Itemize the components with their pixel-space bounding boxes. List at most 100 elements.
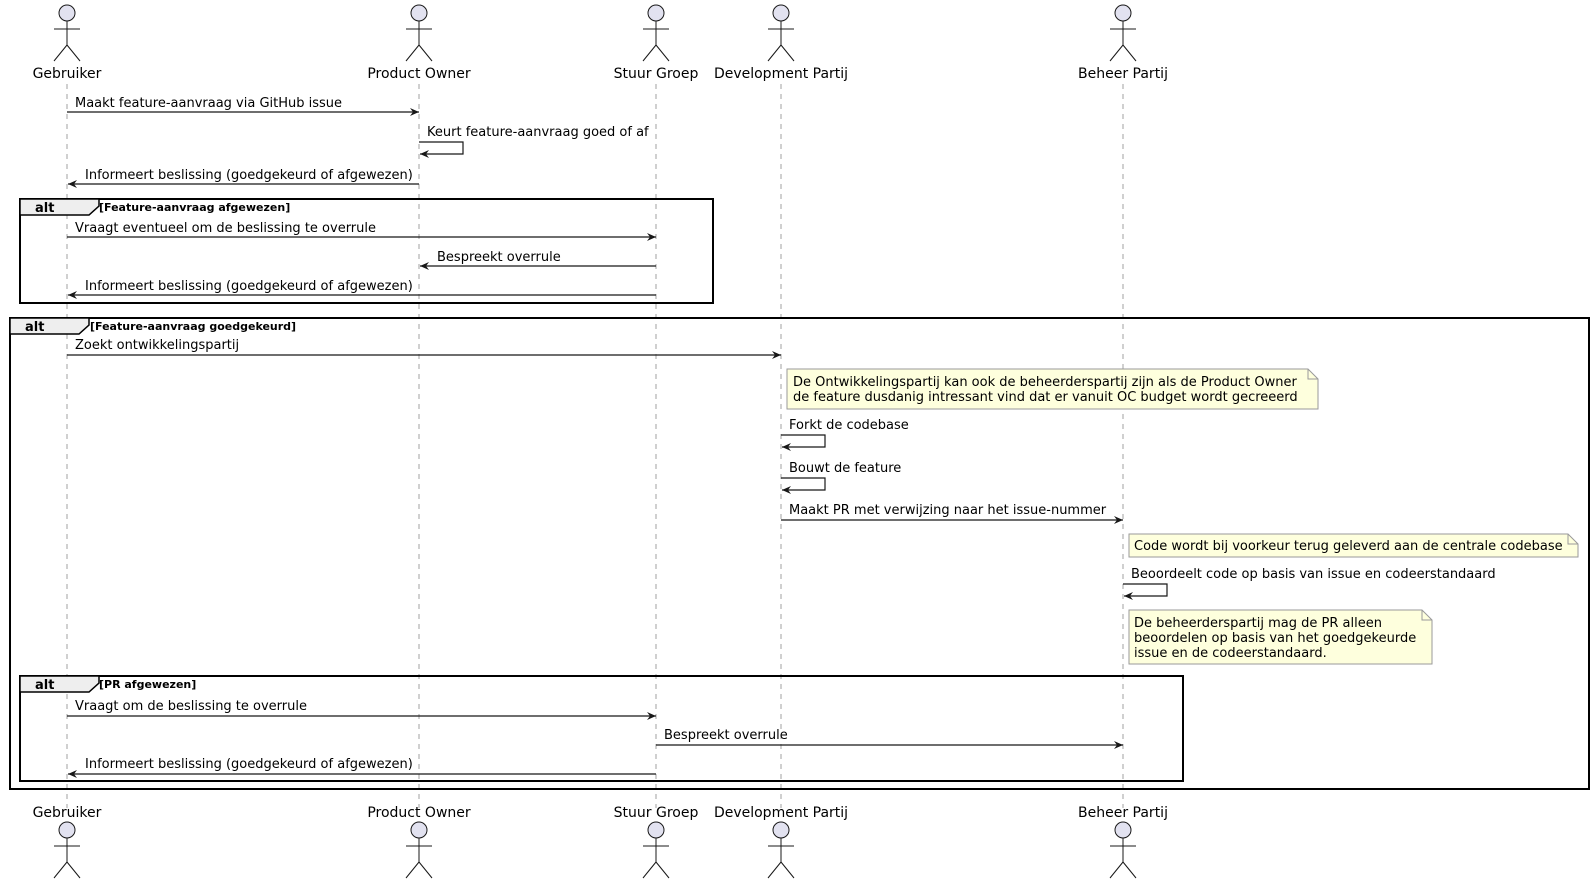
actor-head-icon bbox=[772, 821, 790, 839]
actor-head-icon bbox=[1114, 4, 1132, 22]
message-6: Informeert beslissing (goedgekeurd of af… bbox=[68, 279, 656, 299]
messages: Maakt feature-aanvraag via GitHub issue … bbox=[67, 96, 1496, 778]
message-5: Bespreekt overrule bbox=[420, 250, 656, 270]
fragment-tab bbox=[19, 198, 100, 216]
actor-body-icon bbox=[405, 21, 433, 62]
note-2: Code wordt bij voorkeur terug geleverd a… bbox=[1128, 533, 1579, 558]
actor-name: Gebruiker bbox=[33, 805, 102, 821]
message-9: Bouwt de feature bbox=[781, 461, 901, 494]
fragment-tab bbox=[9, 317, 90, 335]
actor-beheer-partij-bottom: Beheer Partij bbox=[1078, 805, 1168, 879]
note-fold-icon bbox=[1307, 369, 1318, 380]
message-label: Informeert beslissing (goedgekeurd of af… bbox=[85, 279, 413, 294]
message-label: Vraagt om de beslissing te overrule bbox=[75, 699, 307, 714]
note-3: De beheerderspartij mag de PR alleen beo… bbox=[1128, 609, 1433, 665]
actor-name: Beheer Partij bbox=[1078, 66, 1168, 82]
actor-stuur-groep-top: Stuur Groep bbox=[614, 4, 699, 82]
actors-top: Gebruiker Product Owner Stuur Groep Deve… bbox=[33, 4, 1168, 82]
actor-head-icon bbox=[647, 821, 665, 839]
message-label: Maakt PR met verwijzing naar het issue-n… bbox=[789, 503, 1107, 518]
actor-name: Gebruiker bbox=[33, 66, 102, 82]
actor-name: Product Owner bbox=[367, 805, 471, 821]
note-box bbox=[786, 368, 1319, 410]
actor-development-partij-top: Development Partij bbox=[714, 4, 848, 82]
actor-stuur-groep-bottom: Stuur Groep bbox=[614, 805, 699, 879]
actor-body-icon bbox=[405, 838, 433, 879]
actor-head-icon bbox=[1114, 821, 1132, 839]
fragment-keyword: alt bbox=[35, 201, 54, 216]
message-8: Forkt de codebase bbox=[781, 418, 909, 451]
fragment-tab bbox=[19, 675, 100, 693]
actor-name: Development Partij bbox=[714, 805, 848, 821]
message-7: Zoekt ontwikkelingspartij bbox=[67, 338, 781, 359]
actor-head-icon bbox=[647, 4, 665, 22]
fragment-condition: [Feature-aanvraag afgewezen] bbox=[99, 201, 290, 214]
fragment-frame bbox=[9, 317, 1590, 790]
message-4: Vraagt eventueel om de beslissing te ove… bbox=[67, 221, 656, 241]
self-message-arrow bbox=[781, 477, 826, 494]
message-12: Vraagt om de beslissing te overrule bbox=[67, 699, 656, 720]
message-label: Bespreekt overrule bbox=[664, 728, 788, 743]
note-fold-icon bbox=[1421, 610, 1432, 621]
message-1: Maakt feature-aanvraag via GitHub issue bbox=[67, 96, 419, 116]
note-1: De Ontwikkelingspartij kan ook de beheer… bbox=[786, 368, 1319, 410]
note-line: issue en de codeerstandaard. bbox=[1134, 646, 1327, 661]
note-line: de feature dusdanig intressant vind dat … bbox=[793, 390, 1298, 405]
fragment-keyword: alt bbox=[25, 320, 44, 335]
actor-beheer-partij-top: Beheer Partij bbox=[1078, 4, 1168, 82]
actor-product-owner-top: Product Owner bbox=[367, 4, 471, 82]
actor-name: Stuur Groep bbox=[614, 66, 699, 82]
actor-gebruiker-top: Gebruiker bbox=[33, 4, 102, 82]
message-11: Beoordeelt code op basis van issue en co… bbox=[1123, 567, 1496, 600]
actor-body-icon bbox=[642, 838, 670, 879]
actor-name: Product Owner bbox=[367, 66, 471, 82]
message-10: Maakt PR met verwijzing naar het issue-n… bbox=[781, 503, 1123, 524]
self-message-arrow bbox=[419, 141, 464, 158]
actor-head-icon bbox=[410, 4, 428, 22]
actor-head-icon bbox=[58, 4, 76, 22]
message-label: Forkt de codebase bbox=[789, 418, 909, 433]
fragment-alt-goedgekeurd: alt [Feature-aanvraag goedgekeurd] bbox=[9, 317, 1590, 790]
message-14: Informeert beslissing (goedgekeurd of af… bbox=[68, 757, 656, 778]
note-line: beoordelen op basis van het goedgekeurde bbox=[1134, 631, 1416, 646]
message-2: Keurt feature-aanvraag goed of af bbox=[419, 125, 649, 158]
actor-name: Development Partij bbox=[714, 66, 848, 82]
note-line: Code wordt bij voorkeur terug geleverd a… bbox=[1134, 539, 1563, 554]
fragment-condition: [Feature-aanvraag goedgekeurd] bbox=[90, 320, 296, 333]
actor-body-icon bbox=[53, 838, 81, 879]
fragment-alt-afgewezen: alt [Feature-aanvraag afgewezen] bbox=[19, 198, 714, 304]
message-label: Bouwt de feature bbox=[789, 461, 901, 476]
message-label: Beoordeelt code op basis van issue en co… bbox=[1131, 567, 1496, 582]
self-message-arrow bbox=[1123, 583, 1168, 600]
message-label: Vraagt eventueel om de beslissing te ove… bbox=[75, 221, 376, 236]
actor-head-icon bbox=[772, 4, 790, 22]
actors-bottom: Gebruiker Product Owner Stuur Groep Deve… bbox=[33, 805, 1168, 879]
fragment-frame bbox=[19, 198, 714, 304]
note-box bbox=[1128, 609, 1433, 665]
actor-name: Stuur Groep bbox=[614, 805, 699, 821]
message-label: Zoekt ontwikkelingspartij bbox=[75, 338, 239, 353]
message-label: Informeert beslissing (goedgekeurd of af… bbox=[85, 757, 413, 772]
actor-body-icon bbox=[1109, 838, 1137, 879]
fragment-frame bbox=[19, 675, 1184, 782]
note-line: De beheerderspartij mag de PR alleen bbox=[1134, 616, 1382, 631]
self-message-arrow bbox=[781, 434, 826, 451]
actor-body-icon bbox=[767, 21, 795, 62]
fragment-condition: [PR afgewezen] bbox=[99, 678, 196, 691]
note-fold-icon bbox=[1567, 534, 1578, 545]
actor-body-icon bbox=[767, 838, 795, 879]
message-label: Informeert beslissing (goedgekeurd of af… bbox=[85, 168, 413, 183]
message-label: Bespreekt overrule bbox=[437, 250, 561, 265]
actor-name: Beheer Partij bbox=[1078, 805, 1168, 821]
note-box bbox=[1128, 533, 1579, 558]
actor-body-icon bbox=[53, 21, 81, 62]
fragment-keyword: alt bbox=[35, 678, 54, 693]
note-line: De Ontwikkelingspartij kan ook de beheer… bbox=[793, 375, 1298, 390]
notes: De Ontwikkelingspartij kan ook de beheer… bbox=[786, 368, 1579, 665]
actor-head-icon bbox=[410, 821, 428, 839]
actor-body-icon bbox=[642, 21, 670, 62]
actor-development-partij-bottom: Development Partij bbox=[714, 805, 848, 879]
actor-body-icon bbox=[1109, 21, 1137, 62]
fragment-alt-pr-afgewezen: alt [PR afgewezen] bbox=[19, 675, 1184, 782]
